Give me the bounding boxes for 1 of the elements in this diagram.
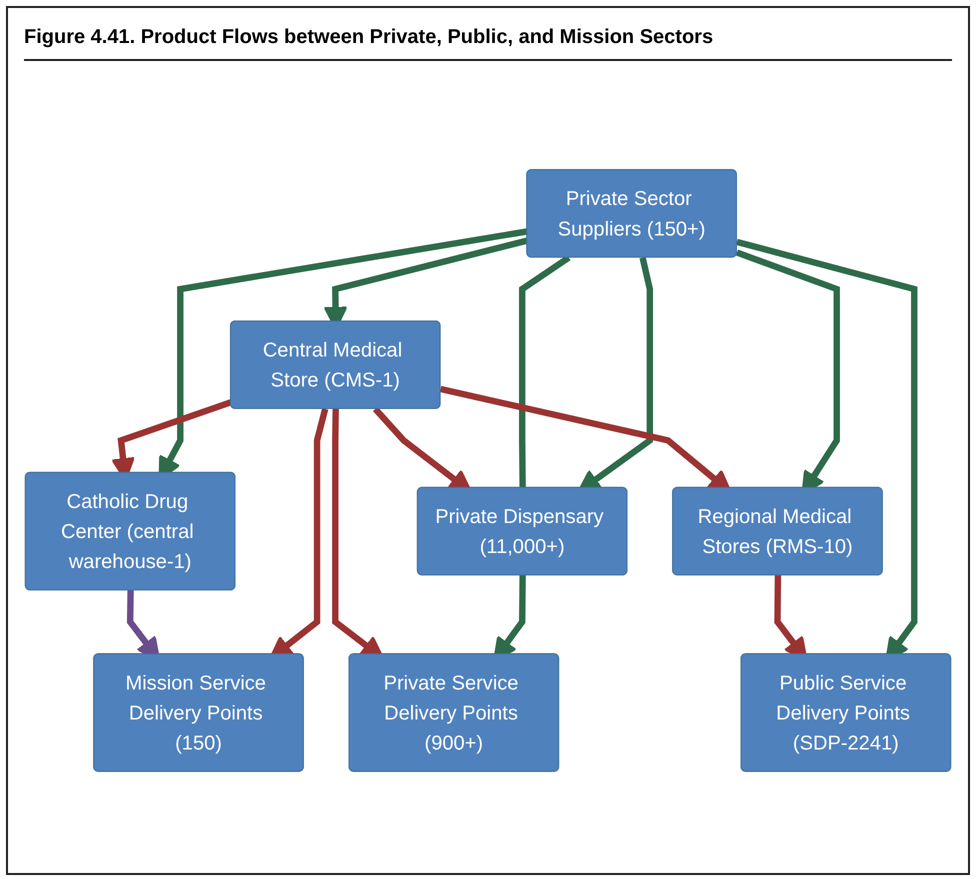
figure-title: Figure 4.41. Product Flows between Private, Public, and Mission Sectors (24, 26, 952, 61)
